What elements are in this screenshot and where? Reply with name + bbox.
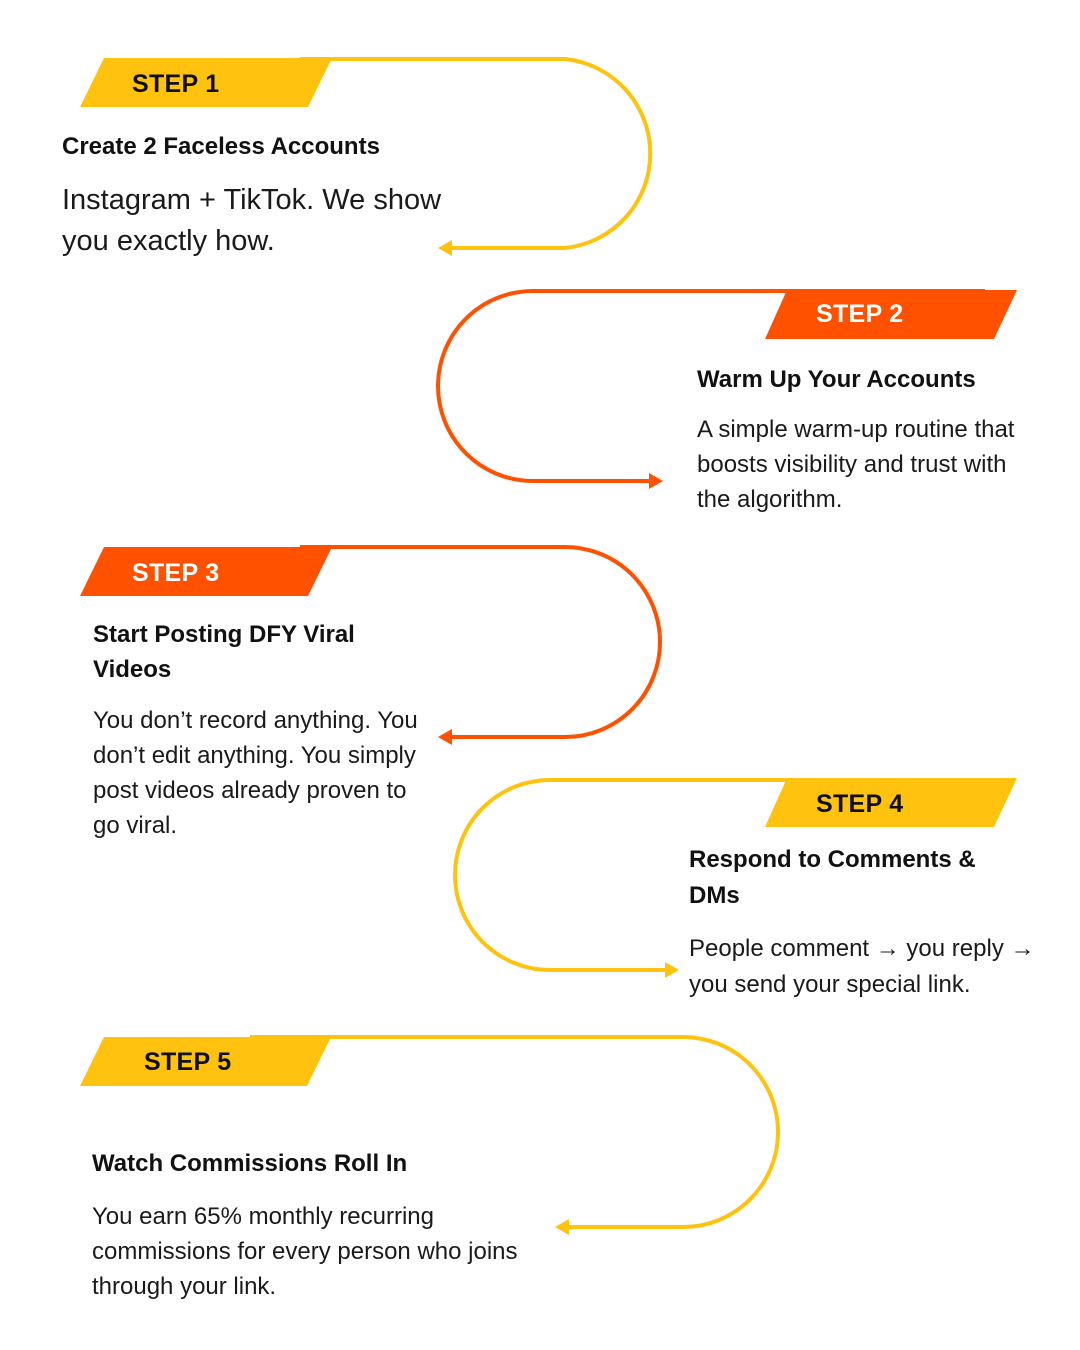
step-4-connector-path	[453, 778, 985, 972]
step-1-connector-path	[300, 57, 653, 250]
step-2-description: A simple warm-up routine that boosts vis…	[697, 416, 1015, 513]
step-1-banner	[80, 58, 332, 107]
step-5-label: STEP 5	[144, 1048, 232, 1076]
step-4-title: Respond to Comments & DMs	[689, 846, 976, 909]
step-3-label: STEP 3	[132, 559, 220, 587]
step-4-arrow-right-icon	[665, 962, 679, 978]
step-1-title: Create 2 Faceless Accounts	[62, 133, 380, 160]
step-1-label: STEP 1	[132, 70, 220, 98]
step-5-connector-path	[250, 1035, 780, 1229]
step-3-description: You don’t record anything. You don’t edi…	[93, 707, 418, 839]
step-3-arrow-left-icon	[438, 729, 452, 745]
step-2-connector-path	[436, 289, 985, 483]
step-2-title: Warm Up Your Accounts	[697, 366, 976, 393]
step-2-arrow-right-icon	[649, 473, 663, 489]
step-5-description: You earn 65% monthly recurring commissio…	[92, 1203, 518, 1300]
step-2-label: STEP 2	[816, 300, 904, 328]
step-1-description: Instagram + TikTok. We show you exactly …	[62, 184, 442, 257]
step-4-label: STEP 4	[816, 790, 904, 818]
step-3-connector-path	[300, 545, 662, 739]
step-1-arrow-left-icon	[438, 240, 452, 256]
step-5-banner	[80, 1037, 331, 1086]
step-3-title: Start Posting DFY Viral Videos	[93, 621, 355, 683]
step-4-banner	[765, 778, 1017, 827]
step-5-title: Watch Commissions Roll In	[92, 1150, 408, 1177]
step-5-arrow-left-icon	[555, 1219, 569, 1235]
step-3-banner	[80, 547, 332, 596]
step-4-description: People comment → you reply → you send yo…	[689, 935, 1035, 998]
step-2-banner	[765, 290, 1017, 339]
